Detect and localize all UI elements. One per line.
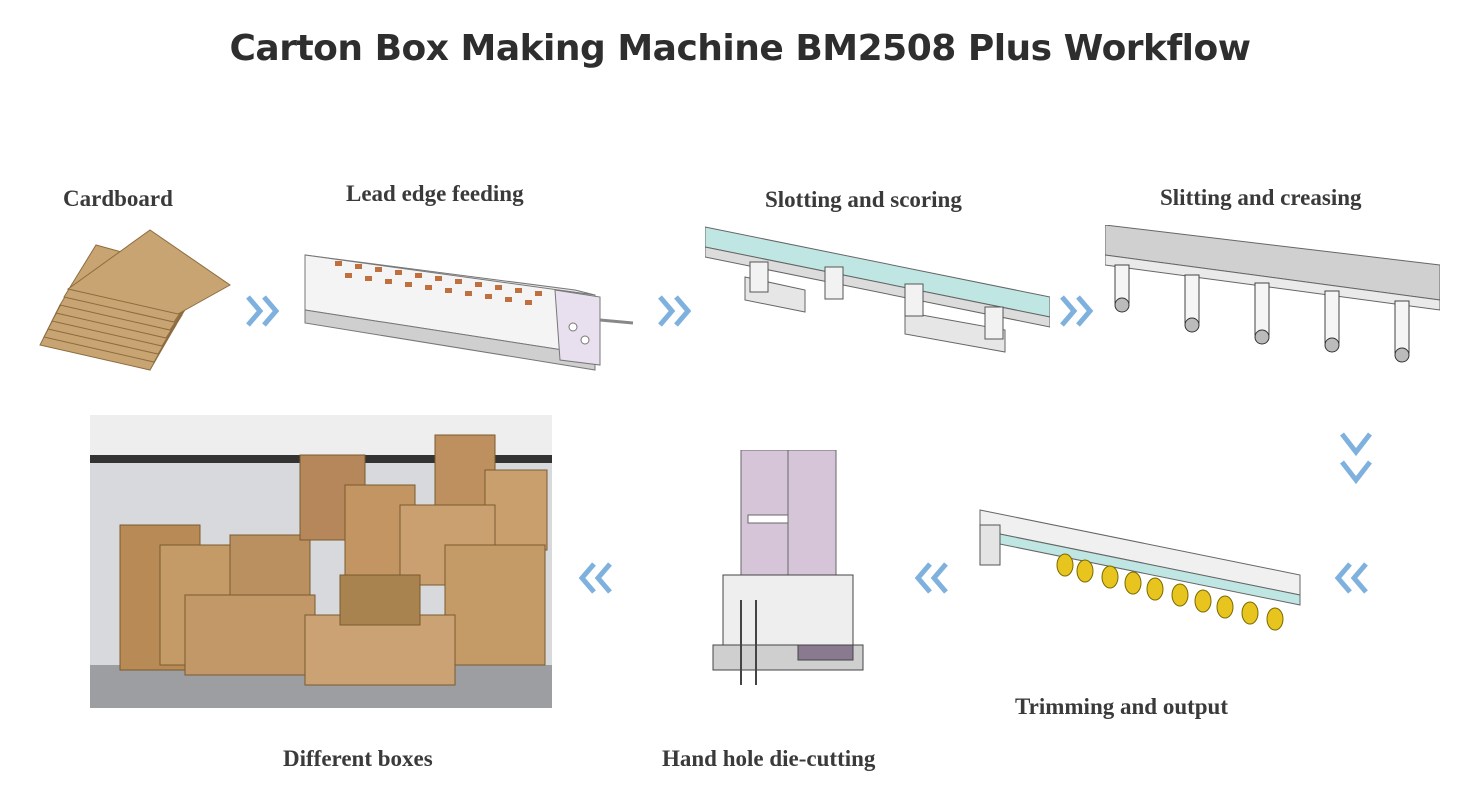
- step-label-slotting-scoring: Slotting and scoring: [765, 187, 962, 212]
- cardboard-stack-illustration: [39, 229, 231, 371]
- chevron-left-icon: [914, 562, 948, 594]
- chevron-right-icon: [246, 295, 280, 327]
- chevron-left-icon: [1334, 562, 1368, 594]
- step-label-trimming-output: Trimming and output: [1015, 694, 1229, 719]
- hand-hole-die-cutting-illustration: [712, 450, 864, 685]
- step-label-slitting-creasing: Slitting and creasing: [1160, 185, 1362, 210]
- chevron-left-icon: [578, 562, 612, 594]
- step-label-different-boxes: Different boxes: [283, 746, 433, 771]
- lead-edge-feeding-illustration: [304, 254, 634, 371]
- step-label-hand-hole-die-cutting: Hand hole die-cutting: [662, 746, 876, 771]
- chevron-right-icon: [658, 295, 692, 327]
- slotting-scoring-illustration: [705, 226, 1050, 353]
- step-label-cardboard: Cardboard: [63, 186, 173, 211]
- page-title: Carton Box Making Machine BM2508 Plus Wo…: [229, 28, 1251, 69]
- chevron-down-icon: [1340, 432, 1372, 485]
- trimming-output-illustration: [979, 509, 1301, 631]
- step-label-lead-edge-feeding: Lead edge feeding: [346, 181, 524, 206]
- different-boxes-photo: [90, 415, 552, 708]
- chevron-right-icon: [1060, 295, 1094, 327]
- slitting-creasing-illustration: [1105, 225, 1440, 363]
